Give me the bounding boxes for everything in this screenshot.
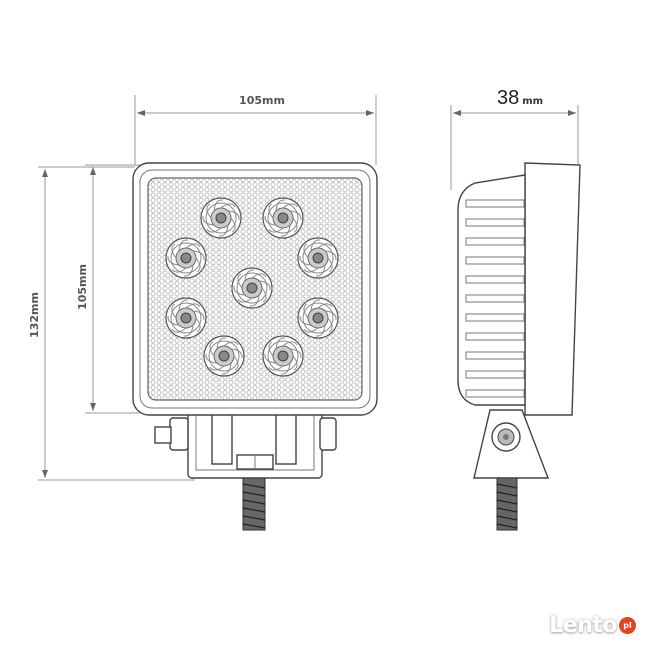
led — [262, 335, 304, 377]
front-width-label: 105mm — [239, 94, 285, 107]
fin — [465, 256, 525, 265]
led — [231, 267, 273, 309]
dimension-total-height: 132mm — [28, 166, 195, 481]
led — [203, 335, 245, 377]
fin — [465, 199, 525, 208]
front-height-label: 105mm — [76, 264, 89, 310]
fin — [465, 332, 525, 341]
dimension-front-height: 105mm — [76, 164, 140, 414]
side-lens-frame — [524, 162, 581, 416]
front-view — [132, 162, 378, 531]
fin — [465, 237, 525, 246]
fin — [465, 389, 525, 398]
side-view — [457, 162, 581, 531]
dimension-front-width: 105mm — [134, 94, 377, 165]
fin — [465, 294, 525, 303]
side-heatsink — [457, 174, 526, 406]
led — [165, 297, 207, 339]
mount-bolt — [242, 477, 266, 531]
fin — [465, 313, 525, 322]
led-array — [165, 197, 339, 377]
mount-bracket — [154, 409, 337, 479]
led — [297, 237, 339, 279]
heatsink-fins — [465, 199, 525, 398]
lento-watermark-logo: Lento pl — [549, 613, 636, 638]
led — [165, 237, 207, 279]
watermark-badge: pl — [619, 617, 636, 634]
total-height-label: 132mm — [28, 292, 41, 338]
led — [262, 197, 304, 239]
watermark-text: Lento — [549, 613, 617, 638]
fin — [465, 218, 525, 227]
fin — [465, 275, 525, 284]
led — [297, 297, 339, 339]
led — [200, 197, 242, 239]
fin — [465, 370, 525, 379]
side-bracket — [473, 409, 550, 531]
fin — [465, 351, 525, 360]
